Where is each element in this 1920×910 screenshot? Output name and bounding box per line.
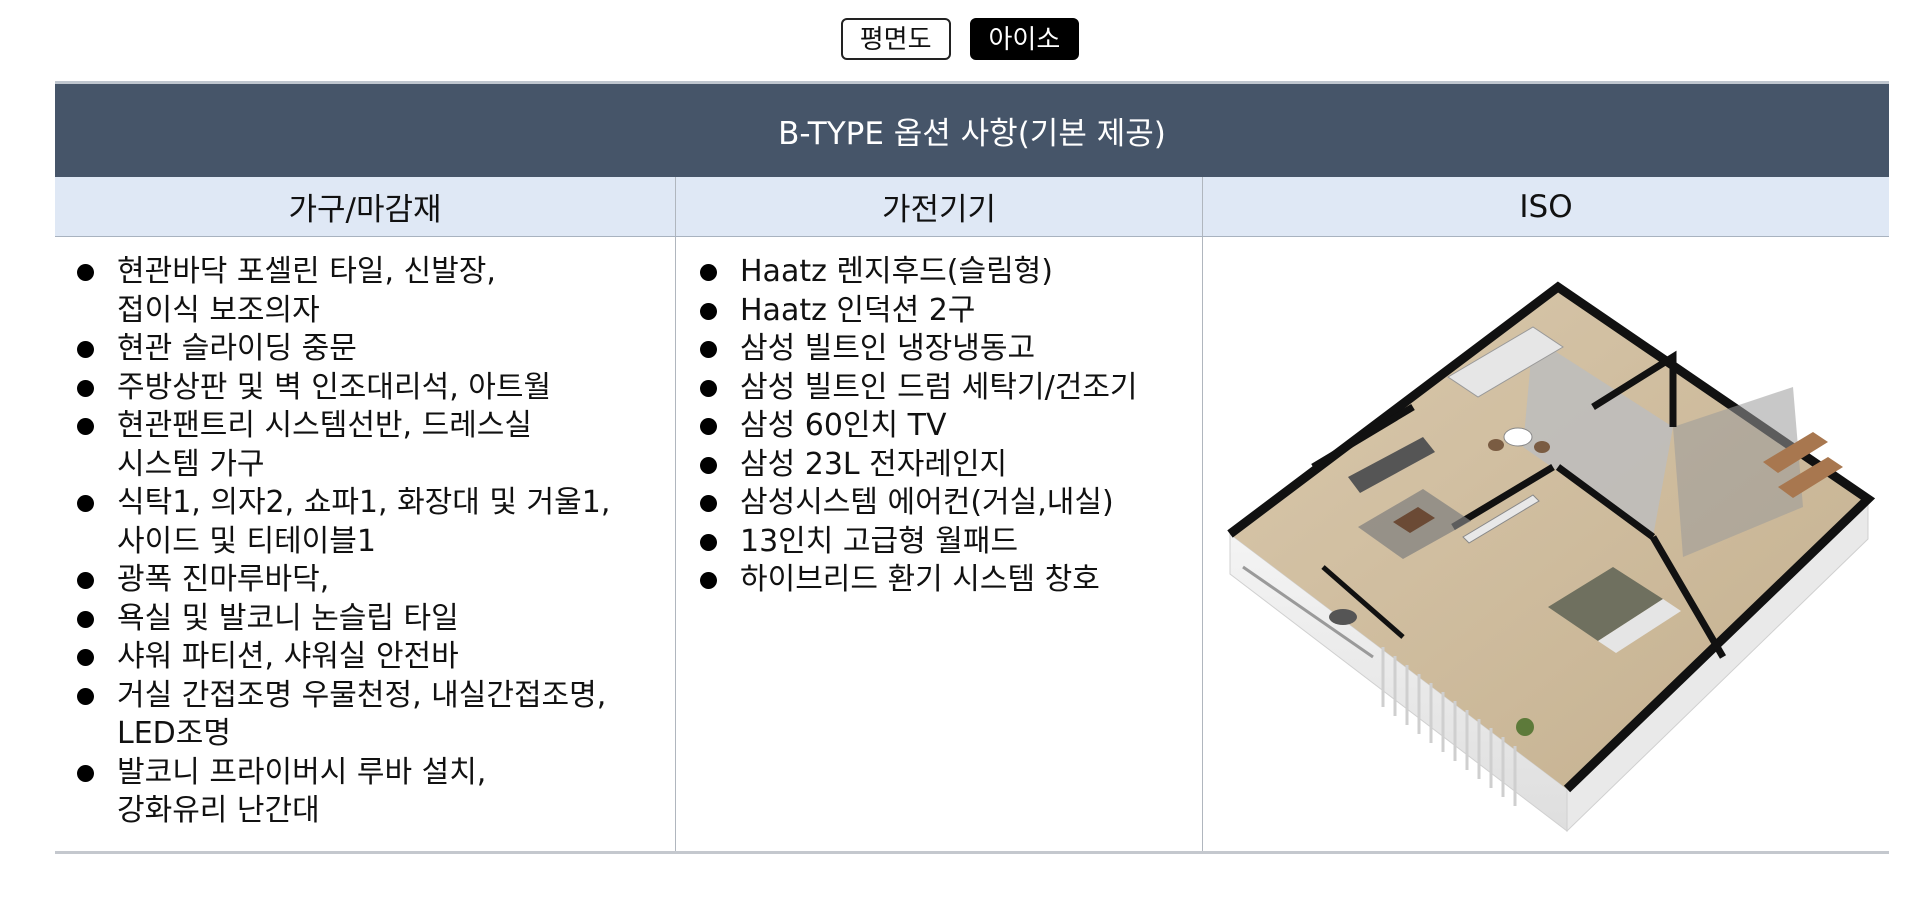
list-item: 현관팬트리 시스템선반, 드레스실 시스템 가구 (73, 407, 675, 484)
list-item: 광폭 진마루바닥, (73, 561, 675, 600)
list-item: 현관 슬라이딩 중문 (73, 330, 675, 369)
furniture-list: 현관바닥 포셀린 타일, 신발장, 접이식 보조의자 현관 슬라이딩 중문 주방… (55, 237, 675, 831)
iso-cell (1202, 237, 1889, 851)
list-item: 발코니 프라이버시 루바 설치, 강화유리 난간대 (73, 754, 675, 831)
table-body-row: 현관바닥 포셀린 타일, 신발장, 접이식 보조의자 현관 슬라이딩 중문 주방… (55, 237, 1889, 854)
appliances-cell: Haatz 렌지후드(슬림형) Haatz 인덕션 2구 삼성 빌트인 냉장냉동… (675, 237, 1202, 851)
list-item: Haatz 렌지후드(슬림형) (696, 253, 1202, 292)
floor-plan-tab[interactable]: 평면도 (840, 18, 951, 60)
table-title: B-TYPE 옵션 사항(기본 제공) (55, 81, 1889, 177)
options-table: B-TYPE 옵션 사항(기본 제공) 가구/마감재 가전기기 ISO 현관바닥… (55, 81, 1889, 854)
list-item: 삼성 60인치 TV (696, 407, 1202, 446)
view-toggle: 평면도 아이소 (0, 18, 1920, 60)
list-item: 13인치 고급형 월패드 (696, 523, 1202, 562)
list-item: 삼성 빌트인 냉장냉동고 (696, 330, 1202, 369)
furniture-cell: 현관바닥 포셀린 타일, 신발장, 접이식 보조의자 현관 슬라이딩 중문 주방… (55, 237, 675, 851)
list-item: Haatz 인덕션 2구 (696, 292, 1202, 331)
list-item: 삼성 23L 전자레인지 (696, 446, 1202, 485)
list-item: 거실 간접조명 우물천정, 내실간접조명, LED조명 (73, 677, 675, 754)
iso-tab[interactable]: 아이소 (969, 18, 1080, 60)
list-item: 삼성시스템 에어컨(거실,내실) (696, 484, 1202, 523)
list-item: 현관바닥 포셀린 타일, 신발장, 접이식 보조의자 (73, 253, 675, 330)
list-item: 삼성 빌트인 드럼 세탁기/건조기 (696, 369, 1202, 408)
list-item: 하이브리드 환기 시스템 창호 (696, 561, 1202, 600)
iso-floor-plan-image (1203, 237, 1889, 851)
list-item: 욕실 및 발코니 논슬립 타일 (73, 600, 675, 639)
header-furniture: 가구/마감재 (288, 192, 442, 228)
table-header-row: 가구/마감재 가전기기 ISO (55, 177, 1889, 237)
list-item: 샤워 파티션, 샤워실 안전바 (73, 638, 675, 677)
header-appliances: 가전기기 (675, 177, 1202, 236)
header-iso: ISO (1202, 177, 1889, 236)
appliance-list: Haatz 렌지후드(슬림형) Haatz 인덕션 2구 삼성 빌트인 냉장냉동… (676, 237, 1202, 600)
list-item: 주방상판 및 벽 인조대리석, 아트월 (73, 369, 675, 408)
list-item: 식탁1, 의자2, 쇼파1, 화장대 및 거울1, 사이드 및 티테이블1 (73, 484, 675, 561)
